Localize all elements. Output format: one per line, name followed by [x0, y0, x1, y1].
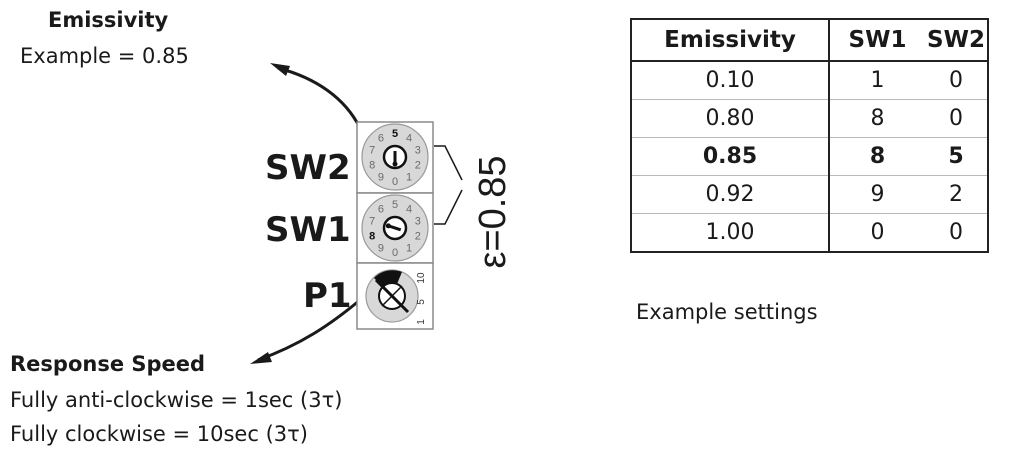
cell-emissivity: 1.00 — [631, 213, 830, 252]
dial-digit: 5 — [392, 199, 398, 211]
response-leader — [257, 298, 361, 362]
p1-label: P1 — [303, 276, 352, 316]
table-row: 0.92 9 2 — [631, 175, 988, 214]
dial-digit: 2 — [415, 159, 421, 171]
header-sw1: SW1 — [829, 19, 925, 62]
sw2-bracket-line — [434, 145, 463, 181]
dial-digit: 6 — [378, 204, 384, 216]
table-row: 0.10 1 0 — [631, 60, 988, 100]
dial-digit: 4 — [406, 133, 412, 145]
header-sw2: SW2 — [925, 19, 988, 62]
sw1-bracket-line — [434, 189, 463, 225]
cell-emissivity: 0.92 — [631, 175, 830, 214]
dial-digit: 0 — [392, 247, 398, 259]
pot-scale-label: 1 — [416, 319, 427, 325]
dial-digit: 1 — [406, 171, 412, 183]
dial-digit: 6 — [378, 133, 384, 145]
dial-digit: 7 — [369, 145, 375, 157]
dial-digit: 3 — [415, 145, 421, 157]
dial-digit: 9 — [378, 242, 384, 254]
dial-pointer-tip — [392, 161, 398, 167]
sw1-label: SW1 — [265, 210, 351, 250]
cell-emissivity: 0.85 — [631, 137, 830, 176]
table-row: 1.00 0 0 — [631, 213, 988, 252]
dial-pointer-tip — [385, 223, 391, 229]
cell-sw2: 5 — [925, 137, 988, 176]
cell-sw2: 0 — [925, 60, 988, 100]
cell-sw1: 8 — [829, 99, 925, 138]
emissivity-example: Example = 0.85 — [20, 44, 189, 68]
response-clockwise: Fully clockwise = 10sec (3τ) — [10, 422, 308, 446]
table-row: 0.80 8 0 — [631, 99, 988, 138]
response-anticlockwise: Fully anti-clockwise = 1sec (3τ) — [10, 388, 343, 412]
cell-sw1: 1 — [829, 60, 925, 100]
response-leader-arrow — [250, 352, 272, 364]
dial-digit: 1 — [406, 242, 412, 254]
dial-digit: 4 — [406, 204, 412, 216]
dial-digit: 9 — [378, 171, 384, 183]
dial-digit: 2 — [415, 230, 421, 242]
cell-emissivity: 0.80 — [631, 99, 830, 138]
cell-sw1: 0 — [829, 213, 925, 252]
emissivity-leader — [277, 66, 362, 129]
pot-scale-label: 5 — [416, 299, 427, 305]
dial-digit: 0 — [392, 176, 398, 188]
dial-digit: 8 — [369, 159, 375, 171]
dial-digit: 5 — [392, 128, 398, 140]
cell-sw1: 9 — [829, 175, 925, 214]
cell-sw2: 0 — [925, 213, 988, 252]
emissivity-table: Emissivity SW1 SW2 0.10 1 0 0.80 8 0 0.8… — [630, 18, 989, 253]
emissivity-leader-arrow — [270, 63, 290, 76]
pot-scale-label: 10 — [416, 272, 427, 284]
cell-sw2: 2 — [925, 175, 988, 214]
cell-emissivity: 0.10 — [631, 60, 830, 100]
dial-digit: 3 — [415, 216, 421, 228]
sw2-label: SW2 — [265, 148, 351, 188]
emissivity-title: Emissivity — [48, 8, 169, 32]
cell-sw2: 0 — [925, 99, 988, 138]
header-emissivity: Emissivity — [631, 19, 830, 62]
cell-sw1: 8 — [829, 137, 925, 176]
response-speed-title: Response Speed — [10, 352, 206, 376]
epsilon-reading: ε=0.85 — [472, 155, 514, 268]
table-caption: Example settings — [636, 300, 818, 324]
table-row: 0.85 8 5 — [631, 137, 988, 176]
pot-cross — [381, 285, 403, 307]
dial-digit: 8 — [369, 230, 375, 242]
dial-digit: 7 — [369, 216, 375, 228]
